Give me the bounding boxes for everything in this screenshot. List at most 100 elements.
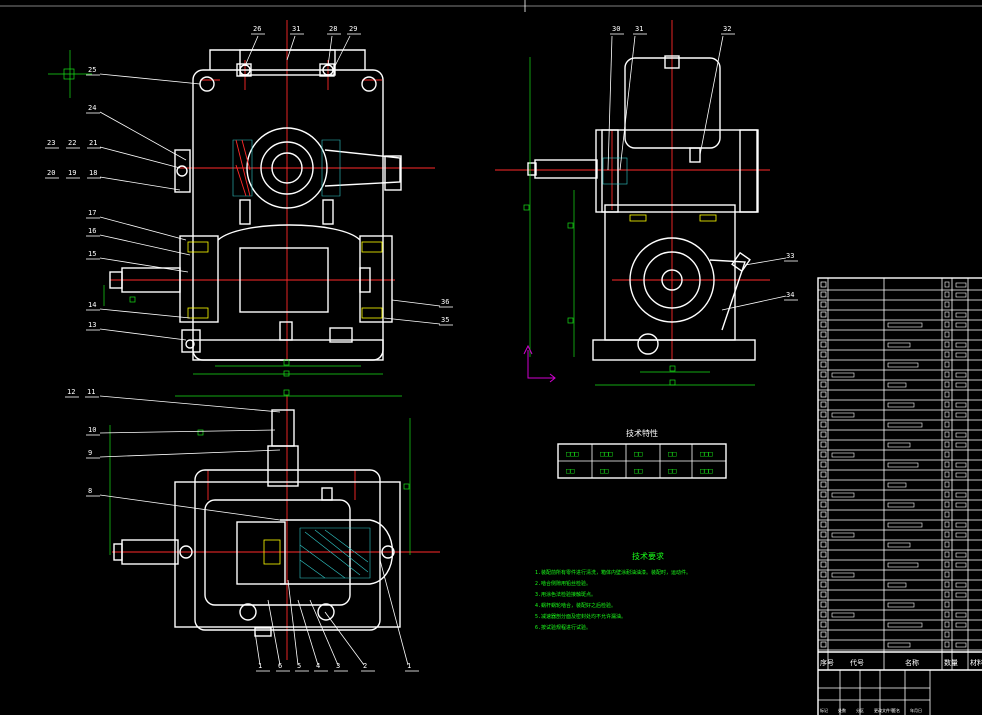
bom-name-box xyxy=(887,522,923,528)
bom-qty-box xyxy=(944,521,950,528)
bom-material-box xyxy=(955,522,967,528)
bom-material-box xyxy=(955,352,967,358)
bom-qty-box xyxy=(944,311,950,318)
bom-qty-box xyxy=(944,621,950,628)
requirements-title: 技术要求 xyxy=(632,551,664,561)
bom-qty-box xyxy=(944,501,950,508)
technical-requirements: 技术要求 1.装配前所有零件进行清洗，箱体内壁涂耐油油漆。装配时，运动件。2.啮… xyxy=(535,551,691,631)
requirement-item: 6.按试验规程进行试验。 xyxy=(535,624,591,631)
bom-qty-box xyxy=(944,371,950,378)
bom-material-box xyxy=(955,532,967,538)
bom-name-box xyxy=(887,562,919,568)
bom-name-box xyxy=(887,582,907,588)
callout-front-22: 22 xyxy=(68,139,76,147)
bom-bottom-label: 标记 xyxy=(820,707,828,713)
requirement-item: 2.啮合侧隙用铅丝检验。 xyxy=(535,580,591,587)
bom-row-index-box xyxy=(820,471,827,478)
bom-qty-box xyxy=(944,321,950,328)
bom-qty-box xyxy=(944,391,950,398)
bom-row-index-box xyxy=(820,641,827,648)
callout-front-36: 36 xyxy=(441,298,449,306)
callout-front-26: 26 xyxy=(253,25,261,33)
bom-row-index-box xyxy=(820,601,827,608)
bom-row-index-box xyxy=(820,411,827,418)
bom-material-box xyxy=(955,462,967,468)
bom-row-index-box xyxy=(820,611,827,618)
bom-qty-box xyxy=(944,431,950,438)
bom-name-box xyxy=(887,382,907,388)
bom-qty-box xyxy=(944,581,950,588)
bom-code-box xyxy=(831,492,855,498)
tech-value-cell: □□ xyxy=(600,467,608,475)
bom-qty-box xyxy=(944,571,950,578)
leader-lines xyxy=(99,35,787,666)
callout-top-4: 4 xyxy=(316,662,320,670)
callout-front-29: 29 xyxy=(349,25,357,33)
bom-qty-box xyxy=(944,281,950,288)
bom-material-box xyxy=(955,442,967,448)
callout-top-6: 6 xyxy=(278,662,282,670)
bom-name-box xyxy=(887,542,911,548)
bom-row-index-box xyxy=(820,491,827,498)
bom-row-index-box xyxy=(820,581,827,588)
bom-qty-box xyxy=(944,381,950,388)
callout-front-17: 17 xyxy=(88,209,96,217)
bom-bottom-label: 更改文件号 xyxy=(874,707,894,713)
callout-side-30: 30 xyxy=(612,25,620,33)
bom-row-index-box xyxy=(820,481,827,488)
callout-front-19: 19 xyxy=(68,169,76,177)
bom-bottom-label: 分区 xyxy=(856,707,864,713)
bom-code-box xyxy=(831,572,855,578)
bom-qty-box xyxy=(944,441,950,448)
bom-row-index-box xyxy=(820,631,827,638)
cursor-crosshair xyxy=(0,0,982,12)
bom-material-box xyxy=(955,642,967,648)
callout-front-14: 14 xyxy=(88,301,96,309)
bom-row-index-box xyxy=(820,281,827,288)
bom-row-index-box xyxy=(820,421,827,428)
bom-qty-box xyxy=(944,561,950,568)
bom-material-box xyxy=(955,582,967,588)
tech-header-cell: □□ xyxy=(668,450,676,458)
bom-footer-header: 数量 xyxy=(944,658,958,667)
bom-row-index-box xyxy=(820,391,827,398)
bom-qty-box xyxy=(944,471,950,478)
tech-value-cell: □□□ xyxy=(700,467,713,475)
bom-qty-box xyxy=(944,611,950,618)
callout-top-8: 8 xyxy=(88,487,92,495)
top-view xyxy=(109,389,440,660)
callout-front-16: 16 xyxy=(88,227,96,235)
bom-qty-box xyxy=(944,301,950,308)
callout-top-12: 12 xyxy=(67,388,75,396)
bom-name-box xyxy=(887,442,911,448)
callout-front-25: 25 xyxy=(88,66,96,74)
bom-material-box xyxy=(955,382,967,388)
bom-qty-box xyxy=(944,401,950,408)
callout-front-15: 15 xyxy=(88,250,96,258)
callout-side-31: 31 xyxy=(635,25,643,33)
bom-qty-box xyxy=(944,421,950,428)
callout-top-11: 11 xyxy=(87,388,95,396)
bom-qty-box xyxy=(944,451,950,458)
bom-name-box xyxy=(887,502,915,508)
callout-front-35: 35 xyxy=(441,316,449,324)
bom-material-box xyxy=(955,372,967,378)
bom-material-box xyxy=(955,412,967,418)
bom-qty-box xyxy=(944,541,950,548)
bom-qty-box xyxy=(944,341,950,348)
tech-value-cell: □□ xyxy=(566,467,574,475)
bom-qty-box xyxy=(944,291,950,298)
bom-name-box xyxy=(887,622,923,628)
bom-name-box xyxy=(887,402,915,408)
bom-row-index-box xyxy=(820,361,827,368)
requirement-item: 3.用涂色法检验接触斑点。 xyxy=(535,591,596,598)
bom-footer-header: 序号 xyxy=(820,658,834,667)
bom-material-box xyxy=(955,402,967,408)
callout-top-1: 1 xyxy=(258,662,262,670)
bom-name-box xyxy=(887,602,915,608)
callout-top-9: 9 xyxy=(88,449,92,457)
callout-top-3: 3 xyxy=(336,662,340,670)
bom-qty-box xyxy=(944,631,950,638)
callout-top-2: 2 xyxy=(363,662,367,670)
